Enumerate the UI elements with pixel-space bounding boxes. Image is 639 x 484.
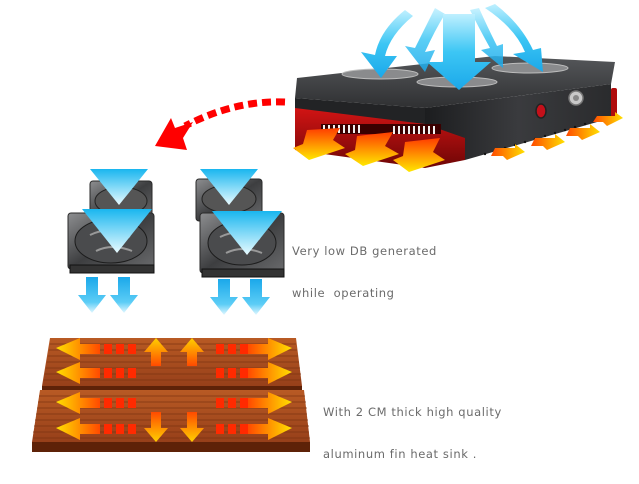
caption-line: With 2 CM thick high quality — [323, 405, 502, 419]
housing-front — [295, 98, 425, 125]
cool-air-intake-arrows — [361, 4, 543, 90]
caption-line: Very low DB generated — [292, 244, 437, 258]
dashed-curve-arrow-icon — [183, 98, 286, 130]
hot-air-exhaust-arrows — [293, 112, 623, 172]
redirect-arrow — [145, 88, 290, 158]
cool-air-arrow-icon — [90, 169, 148, 205]
outflow-arrows — [78, 277, 138, 313]
cool-air-arrow-icon — [200, 169, 258, 205]
caption-line: aluminum fin heat sink . — [323, 447, 477, 461]
housing-side — [425, 84, 611, 160]
heatsink-caption: With 2 CM thick high quality aluminum fi… — [323, 377, 502, 475]
fan-stack-illustration — [60, 165, 290, 315]
fan-noise-caption: Very low DB generated while operating — [292, 216, 437, 314]
top-fan-icon — [491, 62, 569, 74]
arrow-head-icon — [155, 118, 193, 150]
caption-line: while operating — [292, 286, 395, 300]
fan-stack-right — [195, 169, 285, 315]
outflow-arrows — [210, 279, 270, 315]
fan-stack-left — [67, 169, 155, 313]
power-button-icon — [535, 103, 547, 119]
cool-air-arrow-icon — [212, 211, 282, 255]
cool-air-arrow-icon — [82, 209, 152, 253]
heatsink-illustration — [20, 332, 320, 457]
led-housing-illustration — [285, 0, 639, 180]
heat-dissipation-arrows — [56, 338, 292, 442]
